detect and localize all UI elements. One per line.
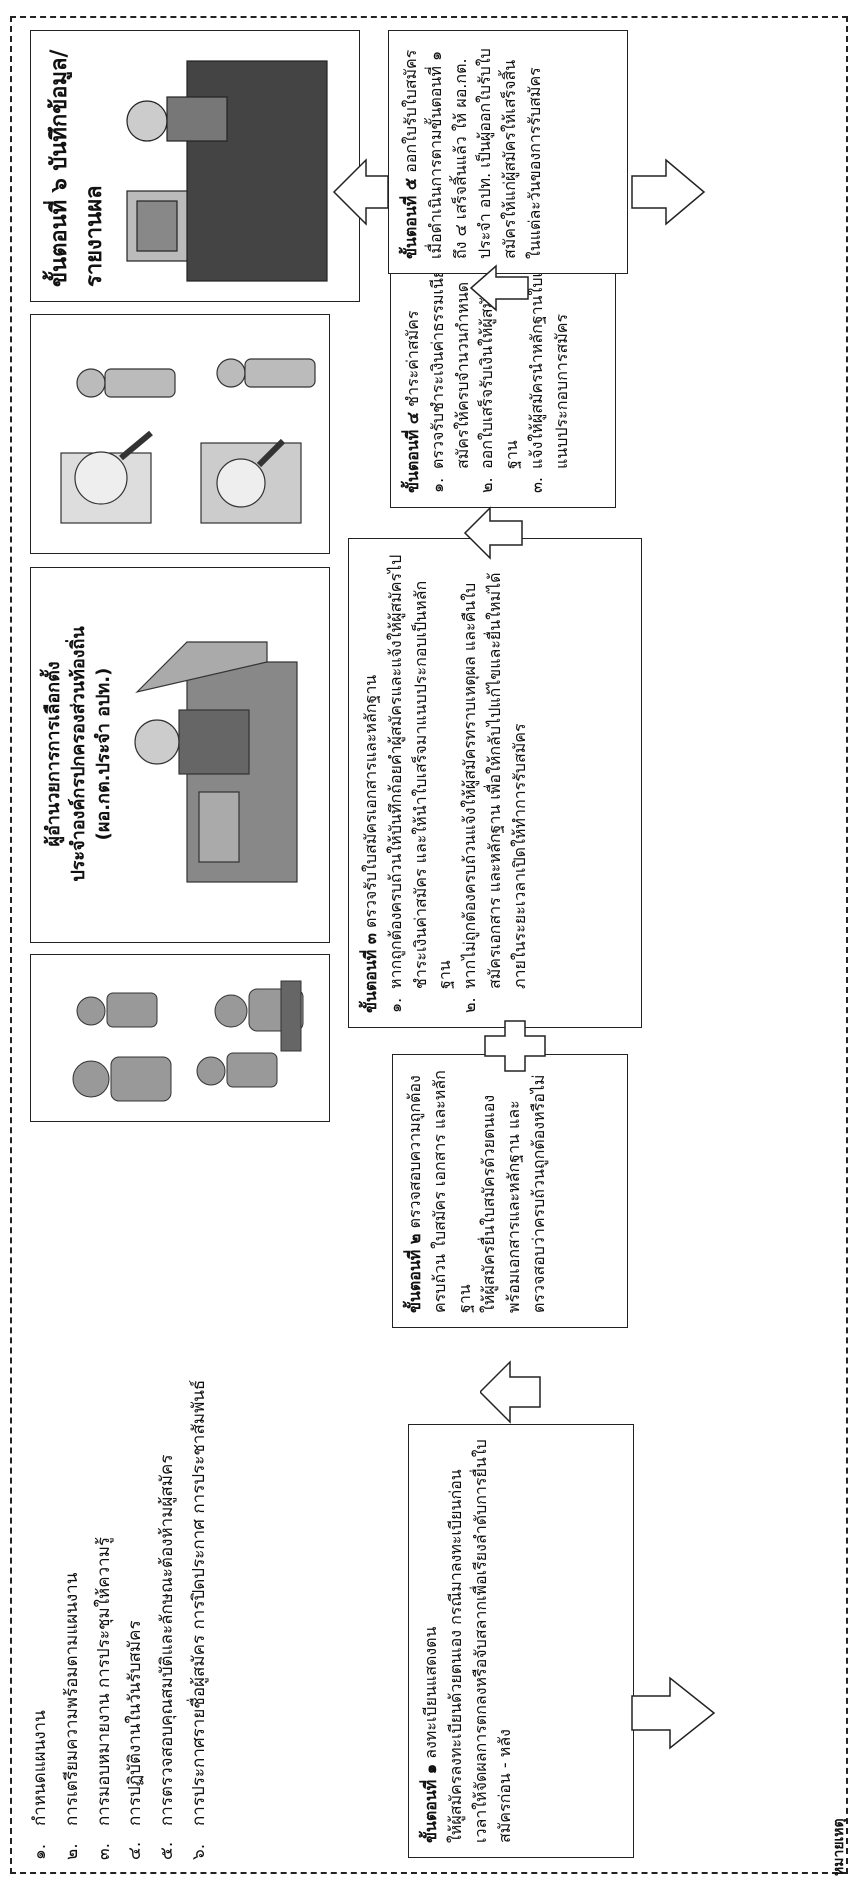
office-people-icon	[72, 980, 304, 1102]
step3-item: ๒.หากไม่ถูกต้องครบถ้วนแจ้งให้ผู้สมัครทรา…	[460, 572, 529, 1013]
arrow-down-large-icon	[631, 1676, 716, 1750]
footer-note: หมายเหตุ	[831, 1818, 847, 1876]
arrow-up-icon	[469, 264, 529, 312]
director-title: ผู้อำนวยการการเลือกตั้ง ประจำองค์กรปกครอ…	[43, 626, 115, 882]
arrow-up-icon	[463, 506, 523, 560]
step-box-2: ขั้นตอนที่ ๒ ตรวจสอบความถูกต้องครบถ้วน ใ…	[392, 1054, 628, 1328]
step3-item: ๑.หากถูกต้องครบถ้วนให้บันทึกถ้อยคำผู้สมั…	[385, 554, 455, 1013]
plan-item: ๑.กำหนดแผนงาน	[30, 1710, 50, 1860]
computer-desk-icon	[126, 60, 328, 282]
plus-connector-icon	[484, 1020, 546, 1072]
people-picture-left	[30, 954, 330, 1122]
plan-item: ๒.การเตรียมความพร้อมตามแผนงาน	[61, 1572, 82, 1860]
arrow-up-icon	[480, 1360, 541, 1424]
plan-item: ๓.การมอบหมายงาน การประชุมให้ความรู้	[93, 1536, 114, 1860]
plan-item: ๖.การประกาศรายชื่อผู้สมัคร การปิดประกาศ …	[188, 1379, 209, 1860]
plan-item: ๔.การปฏิบัติงานในวันรับสมัคร	[125, 1620, 146, 1860]
plan-list: ๑.กำหนดแผนงาน ๒.การเตรียมความพร้อมตามแผน…	[22, 1160, 262, 1860]
director-picture: ผู้อำนวยการการเลือกตั้ง ประจำองค์กรปกครอ…	[30, 567, 330, 943]
inspection-picture	[30, 314, 330, 554]
step-box-5: ขั้นตอนที่ ๕ ออกใบรับใบสมัคร เมื่อดำเนิน…	[388, 30, 628, 274]
arrow-up-large-icon	[332, 158, 389, 226]
magnifier-icon	[60, 358, 316, 524]
arrow-down-icon	[631, 158, 706, 226]
step-box-3: ขั้นตอนที่ ๓ ตรวจรับใบสมัครเอกสารและหลัก…	[348, 538, 642, 1028]
plan-item: ๕.การตรวจสอบคุณสมบัติและลักษณะต้องห้ามผู…	[157, 1454, 177, 1860]
step-box-1: ขั้นตอนที่ ๑ ลงทะเบียนแสดงตน ให้ผู้สมัคร…	[408, 1424, 634, 1858]
director-desk-icon	[134, 641, 298, 883]
step6-picture: ขั้นตอนที่ ๖ บันทึกข้อมูล/รายงานผล	[30, 30, 360, 302]
